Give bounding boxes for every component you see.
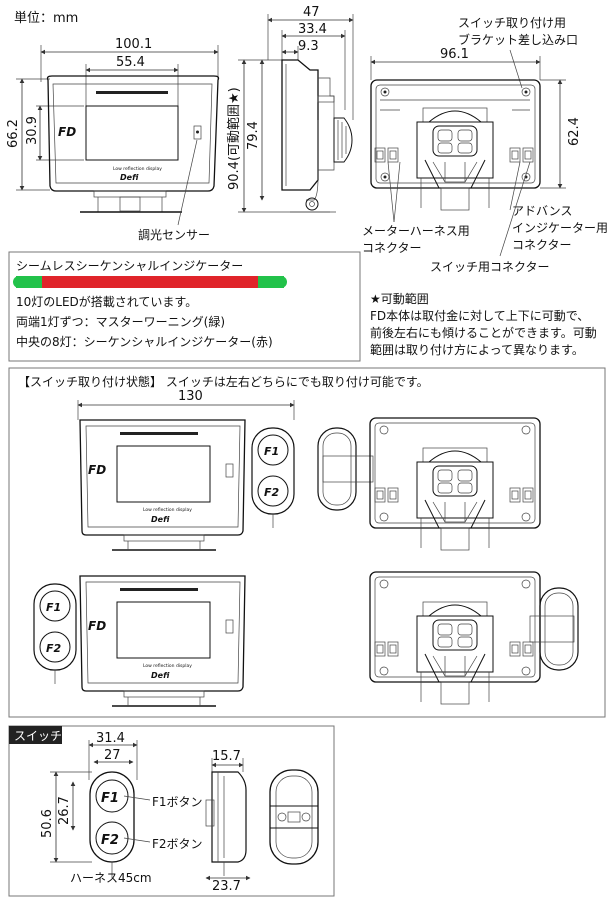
mount2-f1: F1: [46, 601, 61, 614]
movable-line-2: 前後左右にも傾けることができます。可動: [370, 325, 597, 340]
indicator-panel: シームレスシーケンシャルインジケーター 10灯のLEDが搭載されています。 両端…: [8, 251, 361, 362]
switch-section: スイッチ 31.4 27 50.6 26.7 F1 F2 F1ボタン F2ボタン…: [8, 725, 335, 897]
switch-f1-label: F1ボタン: [152, 795, 203, 809]
callout-light-sensor: 調光センサー: [138, 228, 210, 242]
front-logo: FD: [58, 125, 76, 139]
dim-front-width: 100.1: [115, 37, 152, 52]
mount2-logo: FD: [88, 619, 106, 633]
indicator-strip: [96, 91, 168, 94]
led-segment: [258, 276, 284, 288]
switch-f2: F2: [101, 833, 119, 848]
led-segment: [96, 276, 123, 288]
movable-title: ★可動範囲: [370, 291, 429, 306]
mount1-logo: FD: [88, 463, 106, 477]
mount-front-right: FD Low reflection display Defi F1 F2: [79, 419, 295, 551]
dim-back-width: 96.1: [440, 47, 469, 62]
mount-back-left: [317, 417, 541, 551]
indicator-line-1: 10灯のLEDが搭載されています。: [16, 294, 197, 309]
led-bar: [13, 276, 287, 288]
dim-mount-width: 130: [178, 389, 203, 404]
front-screen-caption: Low reflection display: [113, 166, 162, 172]
switch-harness: ハーネス45cm: [70, 871, 152, 885]
callout-switch-connector: スイッチ用コネクター: [430, 260, 550, 274]
mount1-f1: F1: [264, 445, 279, 458]
callout-switch-bracket: スイッチ取り付け用 ブラケット差し込み口: [458, 16, 578, 47]
dim-front-height: 66.2: [6, 119, 21, 148]
dim-switch-height1: 50.6: [40, 809, 55, 838]
dim-screen-width: 55.4: [116, 55, 145, 70]
dim-side-depth3: 9.3: [298, 39, 319, 54]
dim-screen-height: 30.9: [25, 116, 40, 145]
mount2-brand: Defi: [151, 671, 170, 680]
led-segment: [42, 276, 69, 288]
mount-title: 【スイッチ取り付け状態】 スイッチは左右どちらにでも取り付け可能です。: [18, 374, 429, 389]
front-view: 100.1 55.4 66.2 30.9 FD Low reflection d…: [6, 37, 220, 242]
movable-line-1: FD本体は取付金に対して上下に可動で、: [370, 308, 589, 323]
mount-back-right: [369, 571, 579, 705]
movable-line-3: 範囲は取り付け方によって異なります。: [370, 342, 584, 357]
dim-side-depth: 47: [303, 5, 320, 20]
side-view: 47 33.4 9.3 90.4(可動範囲★) 79.4: [227, 5, 354, 213]
dim-side-height-range: 90.4(可動範囲★): [227, 87, 242, 190]
dim-side-height: 79.4: [246, 121, 261, 150]
dim-switch-depth: 15.7: [212, 749, 241, 764]
led-segment: [231, 276, 258, 288]
mount1-f2: F2: [264, 486, 280, 499]
dim-switch-width2: 27: [104, 748, 121, 763]
front-screen: [85, 105, 179, 161]
mount1-brand: Defi: [151, 515, 170, 524]
unit-label: 単位：mm: [14, 10, 78, 26]
callout-meter-harness: メーターハーネス用 コネクター: [362, 224, 474, 255]
mount2-f2: F2: [46, 642, 62, 655]
switch-f2-label: F2ボタン: [152, 837, 203, 851]
dim-switch-height2: 26.7: [57, 796, 72, 825]
mount-front-left: F1 F2 FD Low reflection display Defi: [33, 575, 246, 707]
dim-side-depth2: 33.4: [298, 22, 327, 37]
movable-note: ★可動範囲 FD本体は取付金に対して上下に可動で、 前後左右にも傾けることができ…: [370, 291, 597, 357]
led-segment: [150, 276, 177, 288]
mount-section: 【スイッチ取り付け状態】 スイッチは左右どちらにでも取り付け可能です。 130 …: [8, 367, 606, 718]
indicator-line-3: 中央の8灯：シーケンシャルインジケーター(赤): [16, 334, 273, 349]
led-segment: [177, 276, 204, 288]
indicator-title: シームレスシーケンシャルインジケーター: [16, 259, 243, 273]
switch-f1: F1: [101, 791, 119, 806]
indicator-line-2: 両端1灯ずつ：マスターワーニング(緑): [16, 314, 225, 329]
led-segment: [69, 276, 96, 288]
mount1-caption: Low reflection display: [143, 507, 192, 513]
switch-tab: スイッチ: [14, 729, 62, 743]
back-view: スイッチ取り付け用 ブラケット差し込み口 96.1 62.4 メーターハーネス用…: [362, 16, 610, 274]
led-segment: [204, 276, 231, 288]
led-segment: [123, 276, 150, 288]
light-sensor: [193, 125, 202, 140]
dim-switch-width1: 31.4: [96, 731, 125, 746]
mount2-caption: Low reflection display: [143, 663, 192, 669]
callout-advance-connector: アドバンス インジケーター用 コネクター: [512, 204, 610, 252]
dim-switch-depth2: 23.7: [212, 879, 241, 894]
led-segment: [16, 276, 42, 288]
dim-back-height: 62.4: [567, 117, 582, 146]
front-brand: Defi: [120, 173, 139, 182]
